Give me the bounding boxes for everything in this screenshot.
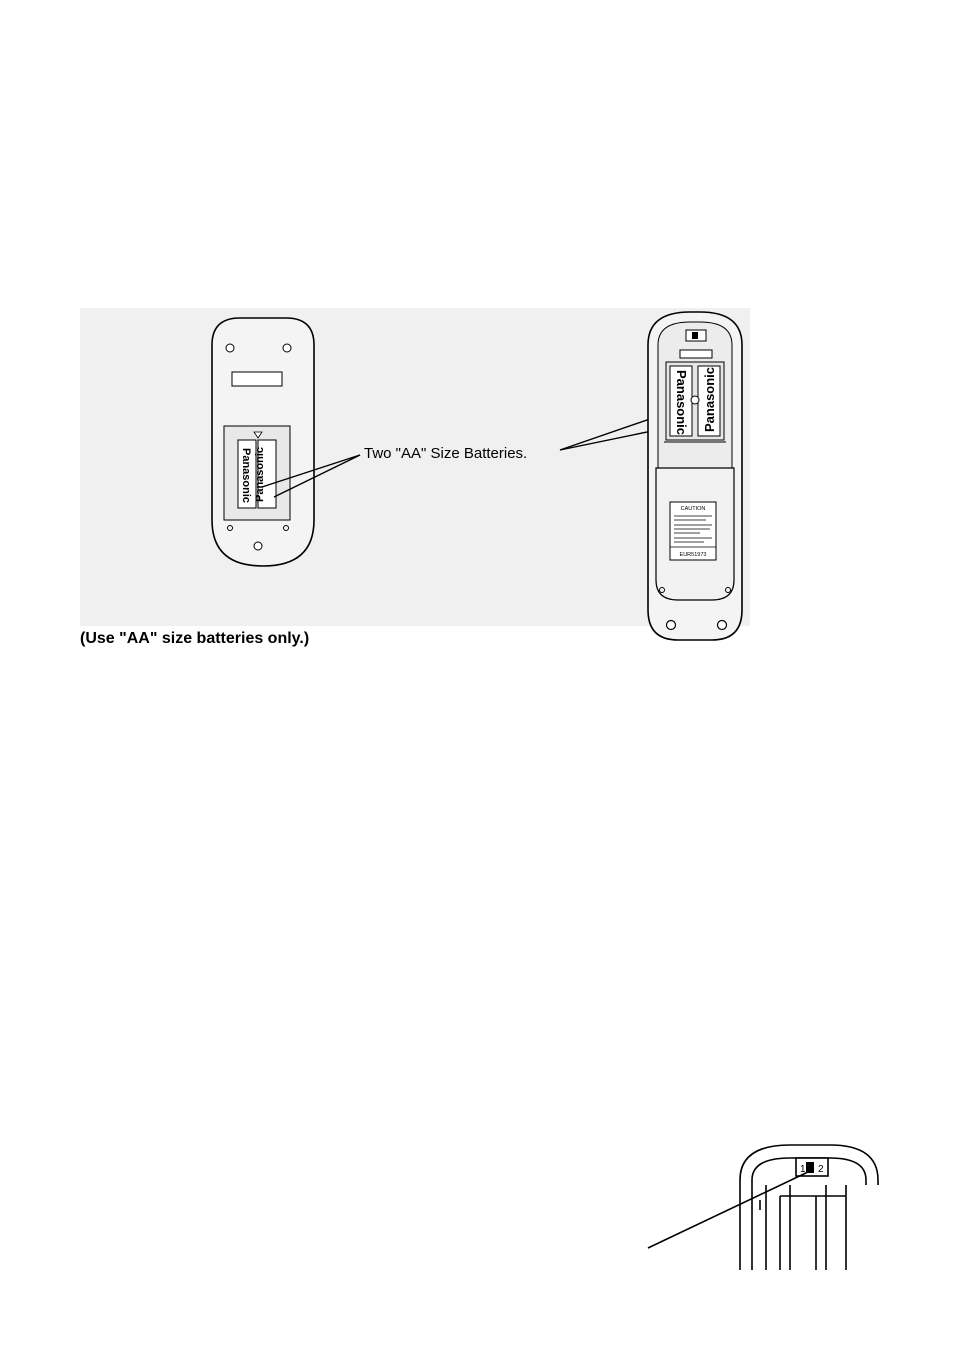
caution-code: EUR51973	[680, 552, 707, 558]
label-slot	[232, 372, 282, 386]
screw-icon	[226, 344, 234, 352]
switch-detail	[740, 1145, 878, 1270]
remote-left: Panasonic Panasonic	[212, 318, 314, 566]
caution-title: CAUTION	[681, 506, 706, 512]
screw-icon	[718, 621, 727, 630]
battery-size-note: (Use "AA" size batteries only.)	[80, 630, 309, 648]
screw-icon	[283, 344, 291, 352]
battery-brand-text: Panasonic	[240, 448, 252, 503]
battery-brand-text: Panasonic	[702, 367, 717, 432]
screw-icon	[667, 621, 676, 630]
switch-leader-line	[648, 1172, 808, 1248]
remote-right: Panasonic Panasonic CAUTION EUR51973	[648, 312, 742, 640]
batteries-callout-label: Two "AA" Size Batteries.	[364, 445, 527, 462]
battery-brand-text: Panasonic	[254, 447, 266, 502]
battery-brand-text: Panasonic	[674, 370, 689, 435]
switch-label-right: 2	[818, 1164, 824, 1175]
screw-icon	[254, 542, 262, 550]
